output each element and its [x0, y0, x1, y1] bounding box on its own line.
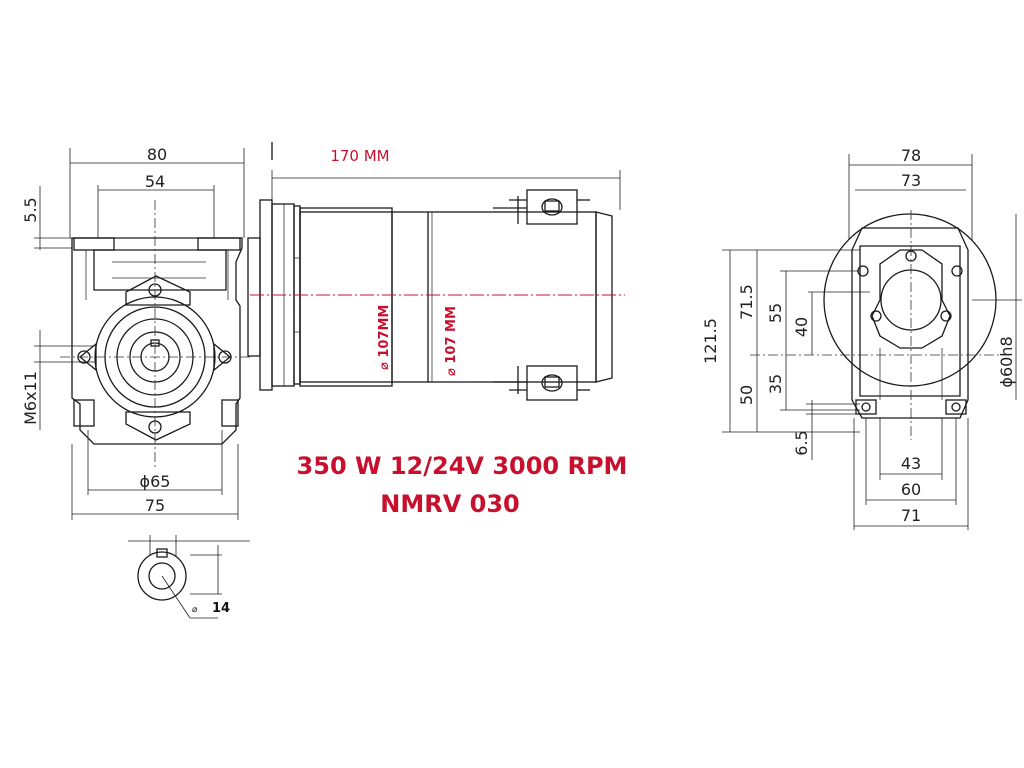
dim-35: 35	[766, 374, 785, 394]
dim-phi65: ϕ65	[140, 472, 171, 491]
dim-78: 78	[901, 146, 921, 165]
terminal-top	[493, 189, 590, 225]
dim-50: 50	[737, 385, 756, 405]
dim-m6x11: M6x11	[21, 371, 40, 425]
dim-75: 75	[145, 496, 165, 515]
gearbox-side-view: 78 73 121.5 71.5 50	[701, 146, 1022, 530]
dim-80: 80	[147, 145, 167, 164]
terminal-bottom	[493, 365, 590, 401]
dim-60: 60	[901, 480, 921, 499]
dim-73: 73	[901, 171, 921, 190]
dim-6-5: 6.5	[792, 430, 811, 455]
dim-71: 71	[901, 506, 921, 525]
dim-motor-length: 170 MM	[330, 147, 389, 165]
motor-dia-label-1: ⌀ 107MM	[377, 305, 392, 370]
dim-43: 43	[901, 454, 921, 473]
dim-54: 54	[145, 172, 165, 191]
shaft-dia-label: 14	[212, 601, 230, 616]
dim-121-5: 121.5	[701, 318, 720, 364]
dim-5-5: 5.5	[21, 197, 40, 222]
gearbox-front-view: 80 54 5.5 M6x11	[21, 145, 250, 520]
motor-dia-label-2: ⌀ 107 MM	[444, 306, 459, 376]
shaft-detail: ⌀ 14	[128, 535, 250, 619]
dim-55: 55	[766, 303, 785, 323]
motor-view: 170 MM	[247, 142, 625, 401]
spec-model: NMRV 030	[380, 490, 519, 518]
dim-71-5: 71.5	[737, 284, 756, 320]
dim-phi60h8: ϕ60h8	[997, 336, 1016, 387]
spec-headline: 350 W 12/24V 3000 RPM	[297, 452, 628, 480]
shaft-dia-symbol: ⌀	[192, 605, 198, 615]
dim-40: 40	[792, 317, 811, 337]
